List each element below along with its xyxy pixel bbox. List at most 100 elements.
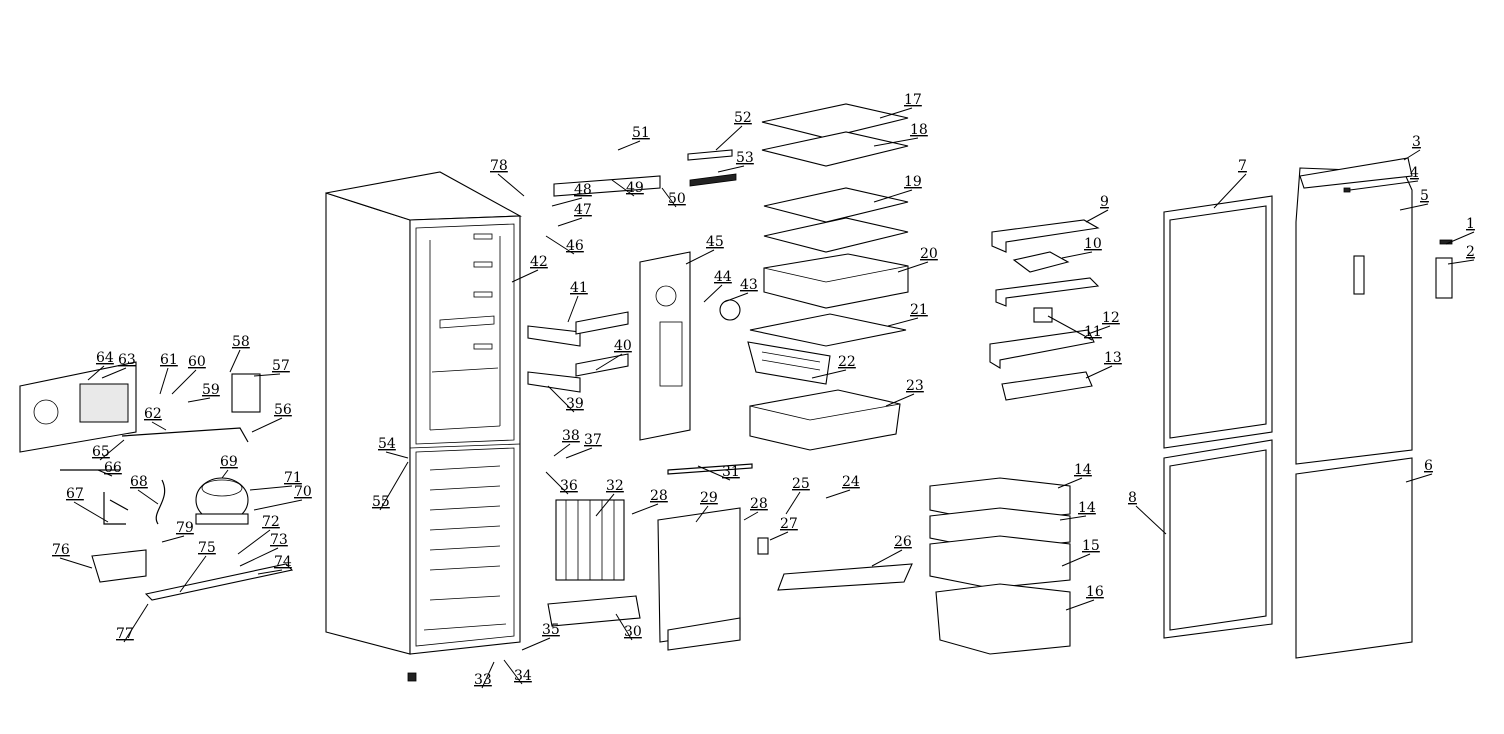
callout-leader-line <box>1213 173 1247 209</box>
pipe-assembly <box>103 492 129 525</box>
control-box <box>231 373 261 413</box>
power-cord <box>121 427 249 443</box>
callout-number: 50 <box>668 191 686 207</box>
rear-panel <box>657 507 741 651</box>
callout-leader-line <box>631 503 659 515</box>
callout-leader-line <box>249 485 293 491</box>
glass-shelf-framed <box>763 187 909 223</box>
callout-number: 9 <box>1100 194 1109 210</box>
callout-number: 60 <box>188 354 206 370</box>
compressor-base-plate <box>144 563 294 601</box>
callout-leader-line <box>239 547 279 567</box>
callout-leader-line <box>685 249 715 265</box>
callout-number: 8 <box>1128 490 1137 506</box>
compressor <box>195 477 249 525</box>
callout-number: 14 <box>1074 462 1092 478</box>
callout-leader-line <box>481 661 495 689</box>
callout-leader-line <box>595 493 615 517</box>
callout-leader-line <box>703 284 723 303</box>
callout-leader-line <box>1061 553 1091 567</box>
callout-number: 17 <box>904 92 922 108</box>
glass-cover <box>777 563 913 591</box>
door-bin-large <box>989 329 1095 369</box>
freezer-door-gasket-inner <box>1169 449 1267 631</box>
callout-leader-line <box>1085 209 1109 223</box>
callout-leader-line <box>123 603 149 643</box>
callout-number: 56 <box>274 402 292 418</box>
callout-number: 26 <box>894 534 912 550</box>
door-sensor <box>1343 187 1351 193</box>
callout-leader-line <box>879 107 913 119</box>
callout-leader-line <box>611 179 635 197</box>
bin-clip <box>1033 307 1053 323</box>
callout-leader-line <box>743 511 759 521</box>
callout-leader-line <box>1135 505 1167 535</box>
callout-number: 32 <box>606 478 624 494</box>
callout-leader-line <box>159 367 169 395</box>
callout-leader-line <box>1065 599 1095 611</box>
callout-number: 12 <box>1102 310 1120 326</box>
callout-leader-line <box>811 369 847 379</box>
callout-leader-line <box>1403 149 1421 161</box>
callout-labels: 1234567891011121314141516171819202122232… <box>52 92 1475 689</box>
shelf-rail-lower-right <box>575 353 629 377</box>
callout-number: 64 <box>96 350 114 366</box>
callout-number: 72 <box>262 514 280 530</box>
callout-leader-line <box>385 451 409 459</box>
shelf-rail-upper-left <box>527 325 581 347</box>
callout-leader-line <box>615 613 633 641</box>
callout-number: 15 <box>1082 538 1100 554</box>
callout-number: 33 <box>474 672 492 688</box>
callout-number: 29 <box>700 490 718 506</box>
callout-leader-line <box>87 365 105 381</box>
callout-leader-line <box>161 535 185 543</box>
rear-cover-panel <box>19 361 137 453</box>
callout-leader-line <box>101 367 127 379</box>
callout-number: 35 <box>542 622 560 638</box>
callout-number: 57 <box>272 358 290 374</box>
top-cover <box>553 175 661 197</box>
callout-number: 53 <box>736 150 754 166</box>
callout-leader-line <box>553 443 571 457</box>
evaporator <box>555 499 625 581</box>
callout-number: 63 <box>118 352 136 368</box>
door-top-trim <box>1299 157 1413 189</box>
callout-number: 67 <box>66 486 84 502</box>
crisper-drawer-small <box>747 341 831 385</box>
callout-number: 5 <box>1420 188 1429 204</box>
callout-number: 2 <box>1466 244 1475 260</box>
callout-leader-line <box>511 269 539 283</box>
callout-number: 52 <box>734 110 752 126</box>
callout-number: 45 <box>706 234 724 250</box>
callout-number: 20 <box>920 246 938 262</box>
callout-leader-line <box>253 373 281 377</box>
callout-leader-line <box>545 471 569 495</box>
callout-leader-line <box>1349 180 1419 191</box>
callout-leader-line <box>695 505 709 523</box>
callout-leader-line <box>151 421 167 431</box>
callout-number: 78 <box>490 158 508 174</box>
callout-number: 42 <box>530 254 548 270</box>
fridge-door <box>1295 167 1413 465</box>
callout-number: 68 <box>130 474 148 490</box>
freezer-door <box>1295 457 1413 659</box>
callout-number: 77 <box>116 626 134 642</box>
callout-number: 79 <box>176 520 194 536</box>
callout-leader-line <box>237 529 271 555</box>
callout-number: 71 <box>284 470 302 486</box>
callout-leader-line <box>1087 325 1111 335</box>
shelf-rail-lower-left <box>527 371 581 393</box>
callout-leader-line <box>723 292 749 303</box>
water-tray <box>547 595 641 627</box>
callout-leader-line <box>873 189 913 203</box>
callout-leader-line <box>697 465 731 481</box>
callout-number: 28 <box>750 496 768 512</box>
callout-number: 30 <box>624 624 642 640</box>
callout-number: 39 <box>566 396 584 412</box>
callout-number: 62 <box>144 406 162 422</box>
callout-leader-line <box>1085 365 1113 379</box>
heater-strip <box>667 463 753 475</box>
door-bin-top <box>991 219 1100 253</box>
callout-number: 44 <box>714 269 732 285</box>
